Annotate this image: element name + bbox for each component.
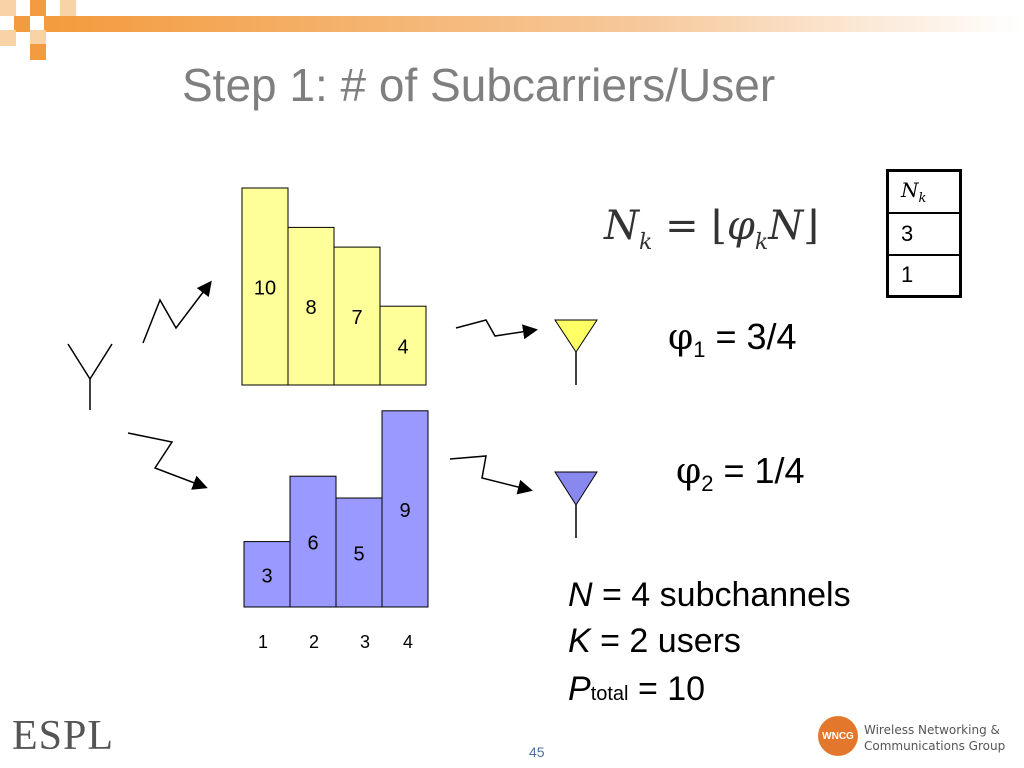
bar bbox=[289, 475, 337, 608]
table-row: Nk bbox=[886, 169, 962, 214]
slide-title: Step 1: # of Subcarriers/User bbox=[182, 59, 776, 111]
phi2-symbol: φ bbox=[676, 451, 702, 492]
decor-square bbox=[0, 0, 16, 16]
param-n-text: = 4 subchannels bbox=[592, 576, 851, 614]
bar bbox=[381, 410, 429, 608]
espl-logo: ESPL bbox=[12, 713, 115, 759]
formula-left-floor: ⌊ bbox=[711, 203, 727, 249]
phi2-value: φ2 = 1/4 bbox=[676, 450, 805, 497]
phi2-sub: 2 bbox=[701, 471, 714, 496]
formula-n-sub: k bbox=[639, 230, 653, 255]
bar bbox=[335, 497, 383, 608]
wireless-link-to-user2-channel bbox=[127, 432, 208, 490]
wireless-link-to-user1-channel bbox=[142, 280, 212, 344]
bar-value-label: 5 bbox=[353, 544, 364, 566]
bar bbox=[241, 187, 289, 386]
wireless-link-to-user1 bbox=[455, 319, 538, 340]
user2-antenna-icon bbox=[554, 471, 598, 538]
bar-value-label: 3 bbox=[261, 565, 272, 587]
decor-square bbox=[60, 0, 76, 16]
subcarrier-index-label: 4 bbox=[403, 632, 413, 652]
bar-value-label: 7 bbox=[351, 307, 362, 329]
table-row: 1 bbox=[886, 253, 962, 298]
phi2-text: = 1/4 bbox=[713, 450, 805, 491]
bar bbox=[243, 541, 291, 608]
bar-value-label: 10 bbox=[254, 278, 276, 300]
subcarrier-index-label: 1 bbox=[258, 632, 268, 652]
param-k-var: K bbox=[568, 622, 591, 660]
subcarrier-axis-labels: 1 2 3 4 bbox=[258, 632, 413, 652]
phi1-symbol: φ bbox=[668, 317, 694, 358]
nk-table-cell: 3 bbox=[886, 211, 962, 256]
param-n-var: N bbox=[568, 576, 593, 614]
param-k: K = 2 users bbox=[568, 622, 741, 661]
formula-total-n: N bbox=[768, 203, 804, 249]
user2-channel-gain-chart: 3 6 5 9 bbox=[243, 410, 429, 608]
formula-equals: = bbox=[665, 203, 699, 249]
formula-n: N bbox=[604, 203, 639, 249]
wireless-link-to-user2 bbox=[449, 455, 533, 495]
page-number: 45 bbox=[529, 744, 545, 760]
param-p-text: = 10 bbox=[628, 670, 706, 708]
formula-phi: φ bbox=[726, 203, 755, 249]
user1-channel-gain-chart: 10 8 7 4 bbox=[241, 187, 427, 386]
nk-header-main: N bbox=[901, 177, 919, 202]
bar bbox=[379, 305, 427, 386]
subcarrier-index-label: 3 bbox=[360, 632, 370, 652]
nk-table-header: Nk bbox=[886, 169, 962, 214]
param-k-text: = 2 users bbox=[590, 622, 741, 660]
bar-value-label: 8 bbox=[305, 297, 316, 319]
formula-phi-sub: k bbox=[754, 230, 769, 255]
param-p: Ptotal = 10 bbox=[568, 670, 705, 709]
bar-value-label: 4 bbox=[397, 337, 408, 359]
decor-square bbox=[14, 16, 30, 32]
subcarrier-allocation-formula: Nk = ⌊φkN⌋ bbox=[604, 203, 819, 255]
param-n: N = 4 subchannels bbox=[568, 576, 851, 615]
wncg-logo-icon: WNCG bbox=[818, 716, 858, 756]
phi1-sub: 1 bbox=[693, 337, 706, 362]
wncg-logo-text: Wireless Networking & Communications Gro… bbox=[864, 722, 1005, 754]
header-gradient-bar bbox=[60, 16, 1024, 32]
param-p-var: P bbox=[568, 670, 591, 708]
table-row: 3 bbox=[886, 211, 962, 256]
wncg-line1: Wireless Networking & bbox=[864, 723, 1000, 737]
decor-square bbox=[30, 30, 46, 46]
decor-square bbox=[0, 30, 16, 46]
subcarrier-index-label: 2 bbox=[309, 632, 319, 652]
param-p-sub: total bbox=[590, 683, 629, 705]
bar-value-label: 9 bbox=[399, 500, 410, 522]
formula-right-floor: ⌋ bbox=[803, 203, 819, 249]
bar bbox=[287, 226, 335, 386]
decor-square bbox=[30, 44, 46, 60]
header-decoration bbox=[0, 0, 1024, 60]
user1-antenna-icon bbox=[554, 319, 598, 385]
bar-value-label: 6 bbox=[307, 533, 318, 555]
base-station-antenna-icon bbox=[67, 343, 113, 410]
wncg-line2: Communications Group bbox=[864, 739, 1006, 753]
bar bbox=[333, 246, 381, 386]
decor-square bbox=[30, 0, 46, 16]
phi1-text: = 3/4 bbox=[705, 316, 797, 357]
nk-header-sub: k bbox=[918, 190, 927, 206]
phi1-value: φ1 = 3/4 bbox=[668, 316, 797, 363]
nk-table-cell: 1 bbox=[886, 253, 962, 298]
nk-table: Nk 3 1 bbox=[886, 169, 962, 298]
decor-square bbox=[44, 16, 60, 32]
